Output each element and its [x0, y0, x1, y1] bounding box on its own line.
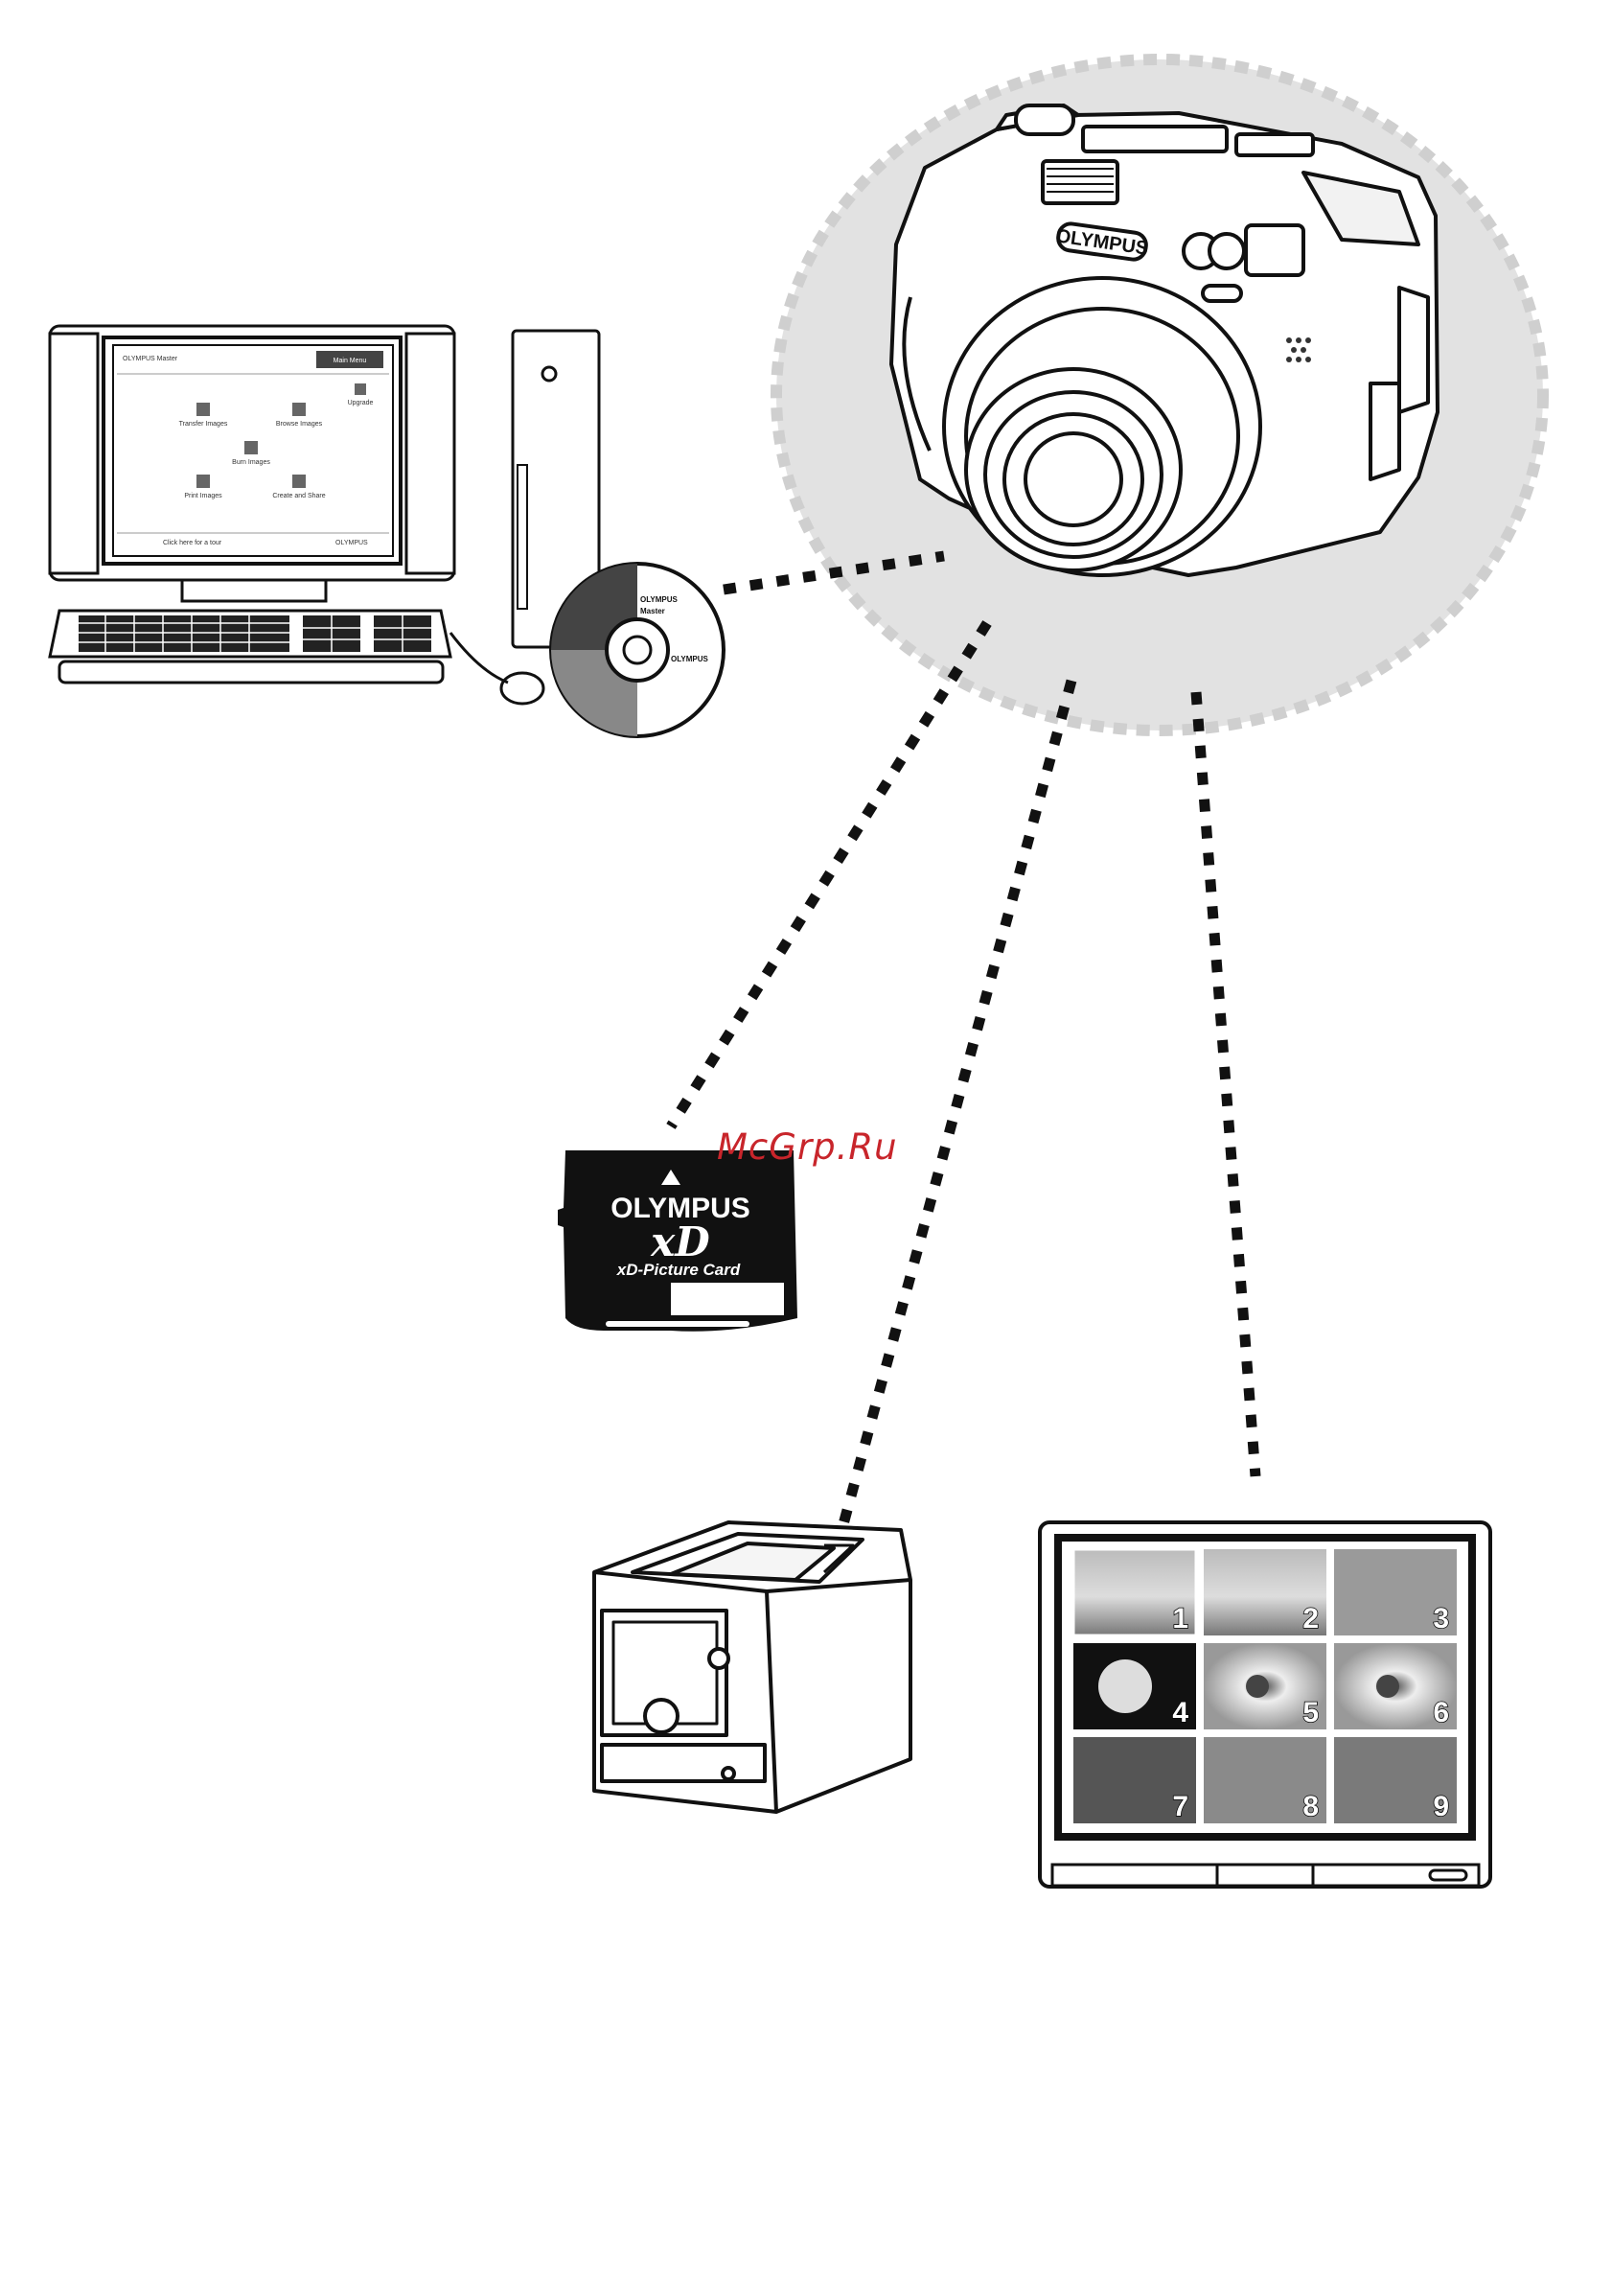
screen-item-browse: Browse Images [276, 421, 323, 428]
tv-thumbnail-5: 5 [1204, 1643, 1326, 1729]
tv-thumbnail-3: 3 [1334, 1549, 1457, 1635]
line-to-card [671, 623, 987, 1126]
screen-main-menu-label: Main Menu [334, 358, 367, 364]
xd-card-illustration: OLYMPUS xD xD-Picture Card [558, 1150, 797, 1332]
line-to-printer [843, 681, 1071, 1524]
cd-side-brand: OLYMPUS [671, 655, 708, 663]
screen-footer-hint: Click here for a tour [163, 540, 222, 546]
tv-illustration: 1 2 3 4 5 6 7 8 9 [1040, 1522, 1490, 1887]
tv-thumbnail-8: 8 [1204, 1737, 1326, 1823]
tv-thumbnail-2: 2 [1204, 1549, 1326, 1635]
tv-thumbnail-number: 4 [1172, 1697, 1188, 1728]
cd-brand: OLYMPUS [640, 595, 678, 604]
tv-thumbnail-number: 6 [1433, 1697, 1449, 1728]
computer-illustration [50, 326, 599, 704]
screen-footer-brand: OLYMPUS [335, 540, 368, 546]
watermark: McGrp.Ru [717, 1126, 898, 1168]
tv-thumbnail-number: 2 [1302, 1603, 1319, 1635]
screen-item-share: Create and Share [272, 493, 325, 499]
tv-thumbnail-9: 9 [1334, 1737, 1457, 1823]
tv-thumbnail-number: 9 [1433, 1791, 1449, 1822]
tv-thumbnail-number: 5 [1302, 1697, 1319, 1728]
screen-item-upgrade: Upgrade [348, 400, 374, 406]
printer-illustration [594, 1522, 910, 1812]
tv-thumbnail-number: 8 [1302, 1791, 1319, 1822]
screen-app-title: OLYMPUS Master [123, 356, 178, 362]
line-to-tv [1196, 692, 1255, 1476]
screen-item-burn: Burn Images [232, 459, 270, 466]
tv-thumbnail-number: 1 [1172, 1603, 1188, 1635]
card-logo: xD [650, 1218, 710, 1265]
cd-title: Master [640, 607, 665, 615]
tv-thumbnail-grid: 1 2 3 4 5 6 7 8 9 [1073, 1549, 1457, 1823]
card-name: xD-Picture Card [616, 1261, 741, 1279]
tv-thumbnail-4: 4 [1073, 1643, 1196, 1729]
tv-thumbnail-1: 1 [1073, 1549, 1196, 1635]
tv-thumbnail-number: 3 [1433, 1603, 1449, 1635]
cd-rom-illustration: OLYMPUS Master OLYMPUS [551, 564, 724, 736]
tv-thumbnail-6: 6 [1334, 1643, 1457, 1729]
tv-thumbnail-number: 7 [1172, 1791, 1188, 1822]
tv-thumbnail-7: 7 [1073, 1737, 1196, 1823]
camera-illustration: OLYMPUS [891, 105, 1438, 575]
screen-item-print: Print Images [184, 493, 222, 499]
screen-item-transfer: Transfer Images [179, 421, 228, 428]
